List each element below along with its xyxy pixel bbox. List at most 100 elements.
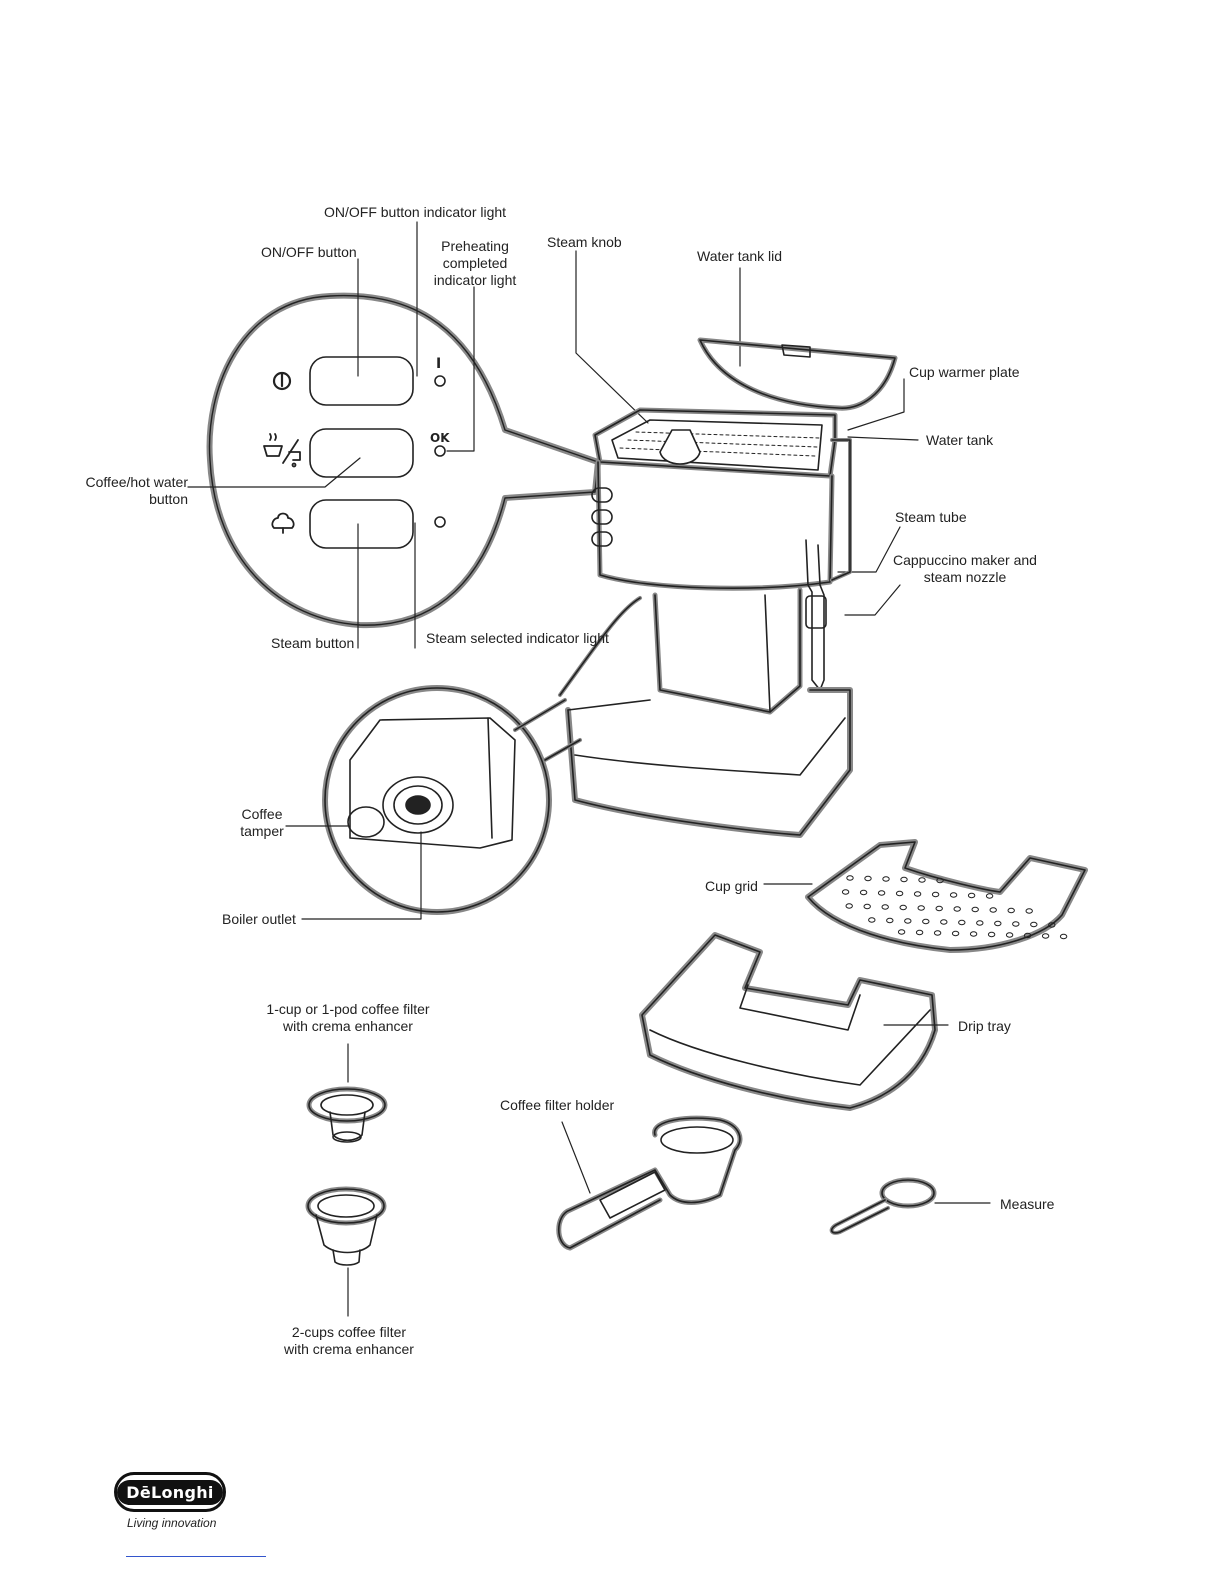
grid-hole	[1023, 932, 1032, 939]
label-measure: Measure	[1000, 1196, 1055, 1212]
grid-hole	[949, 892, 958, 898]
label-coffee-tamper: Coffee tamper	[234, 806, 290, 840]
label-preheating-line3: indicator light	[433, 272, 517, 288]
grid-hole	[859, 889, 868, 896]
label-onoff-indicator: ON/OFF button indicator light	[324, 204, 507, 220]
grid-hole	[846, 875, 854, 881]
one-cup-filter	[306, 1043, 388, 1143]
label-water-tank: Water tank	[926, 432, 994, 448]
grid-hole	[976, 920, 984, 926]
grid-hole	[933, 930, 942, 936]
two-cup-filter	[305, 1186, 387, 1317]
ok-indicator-light	[434, 445, 446, 457]
grid-hole	[917, 905, 925, 911]
onoff-indicator-light	[434, 375, 446, 387]
label-drip-tray: Drip tray	[958, 1018, 1011, 1034]
label-cup-warmer-plate: Cup warmer plate	[909, 364, 1020, 380]
label-preheating-line1: Preheating	[441, 238, 509, 254]
label-two-cup-filter-line2: with crema enhancer	[284, 1341, 414, 1357]
brand-tagline: Living innovation	[127, 1516, 217, 1530]
grid-hole	[1041, 933, 1050, 939]
coffee-hot-water-icon	[263, 433, 301, 468]
grid-hole	[915, 929, 924, 936]
steam-indicator-light	[434, 516, 446, 528]
grid-hole	[904, 918, 912, 924]
grid-hole	[969, 931, 978, 937]
label-steam-selected: Steam selected indicator light	[426, 630, 609, 646]
indicator-on-mark: I	[436, 356, 441, 372]
label-coffee-hot-water: Coffee/hot water button	[60, 474, 188, 508]
grid-hole	[958, 919, 966, 926]
steam-button-shape	[309, 499, 414, 549]
steam-icon	[271, 512, 295, 534]
grid-hole	[940, 919, 948, 925]
grid-hole	[899, 904, 907, 911]
grid-hole	[967, 892, 976, 899]
grid-hole	[918, 877, 926, 883]
grid-hole	[1025, 908, 1033, 914]
grid-hole	[922, 918, 930, 925]
delonghi-logo: DēLonghi	[114, 1472, 226, 1512]
label-onoff-button: ON/OFF button	[261, 244, 357, 260]
grid-hole	[1012, 921, 1020, 927]
grid-hole	[936, 877, 944, 884]
label-steam-button: Steam button	[271, 635, 355, 651]
label-one-cup-filter-line2: with crema enhancer	[283, 1018, 413, 1034]
grid-hole	[845, 903, 853, 909]
label-cappuccino: Cappuccino maker and steam nozzle	[890, 552, 1040, 586]
grid-hole	[864, 875, 872, 882]
delonghi-logo-text: DēLonghi	[117, 1479, 223, 1505]
grid-hole	[953, 906, 961, 912]
label-coffee-hot-water-line2: button	[149, 491, 188, 507]
coffee-tamper-shape	[347, 806, 385, 838]
grid-hole	[951, 930, 960, 937]
grid-hole	[971, 906, 979, 913]
grid-hole	[989, 907, 997, 913]
coffee-button-shape	[309, 428, 414, 478]
label-one-cup-filter: 1-cup or 1-pod coffee filter with crema …	[250, 1001, 446, 1035]
grid-hole	[1030, 921, 1038, 928]
grid-hole	[913, 891, 922, 897]
footer-link-underline[interactable]	[126, 1556, 266, 1557]
label-boiler-outlet: Boiler outlet	[222, 911, 296, 927]
grid-hole	[895, 890, 904, 897]
grid-hole	[931, 891, 940, 898]
label-two-cup-filter: 2-cups coffee filter with crema enhancer	[265, 1324, 433, 1358]
label-preheating-line2: completed	[442, 255, 508, 271]
label-steam-knob: Steam knob	[547, 234, 622, 250]
grid-hole	[1007, 907, 1015, 914]
label-coffee-filter-holder: Coffee filter holder	[500, 1097, 615, 1113]
label-preheating: Preheating completed indicator light	[430, 238, 520, 289]
grid-hole	[886, 917, 894, 924]
grid-hole	[935, 905, 943, 912]
label-coffee-tamper-line2: tamper	[240, 823, 284, 839]
grid-hole	[877, 890, 886, 896]
label-coffee-tamper-line1: Coffee	[241, 806, 283, 822]
onoff-button-shape	[309, 356, 414, 406]
power-icon	[272, 371, 292, 391]
grid-hole	[863, 903, 871, 910]
drip-tray	[639, 932, 949, 1111]
label-cappuccino-line1: Cappuccino maker and	[893, 552, 1037, 568]
grid-hole	[1059, 933, 1068, 940]
coffee-filter-holder	[556, 1115, 743, 1251]
grid-hole	[900, 876, 908, 883]
leader-lines	[187, 221, 919, 649]
boiler-outlet-shape	[382, 776, 454, 834]
label-water-tank-lid: Water tank lid	[697, 248, 783, 264]
grid-hole	[985, 893, 994, 899]
grid-hole	[1048, 922, 1056, 928]
grid-hole	[994, 920, 1002, 927]
grid-hole	[987, 931, 996, 938]
grid-hole	[868, 917, 876, 923]
label-coffee-hot-water-line1: Coffee/hot water	[85, 474, 188, 490]
label-steam-tube: Steam tube	[895, 509, 967, 525]
label-two-cup-filter-line1: 2-cups coffee filter	[291, 1324, 407, 1340]
label-one-cup-filter-line1: 1-cup or 1-pod coffee filter	[266, 1001, 430, 1017]
label-cappuccino-line2: steam nozzle	[923, 569, 1007, 585]
espresso-machine	[558, 337, 898, 838]
grid-hole	[882, 876, 890, 882]
grid-hole	[897, 929, 906, 935]
grid-hole	[841, 889, 850, 895]
